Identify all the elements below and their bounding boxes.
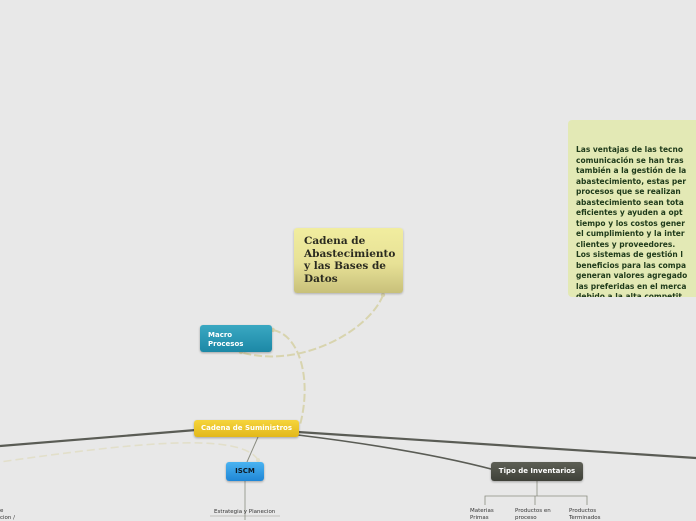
topic-macro-procesos[interactable]: Macro Procesos: [200, 325, 272, 352]
subtopic-materias-primas[interactable]: Materias Primas: [470, 508, 494, 521]
topic-label: Cadena de Suministros: [201, 424, 292, 432]
curve-macro-cadena: [272, 329, 306, 426]
subtopic-estrategia[interactable]: Estrategia y Planecion: [214, 509, 276, 515]
topic-tipo-de-inventarios[interactable]: Tipo de Inventarios: [491, 462, 583, 481]
note-text: Las ventajas de las tecno comunicación s…: [576, 145, 688, 297]
curve-cadena-left: [0, 442, 259, 463]
branch-right: [297, 430, 696, 460]
subtopic-left-cut[interactable]: e cion /: [0, 508, 16, 521]
topic-label: ISCM: [235, 467, 255, 475]
topic-label: Tipo de Inventarios: [498, 467, 576, 475]
subtopic-productos-en-proceso[interactable]: Productos en proceso: [515, 508, 551, 521]
tipo-child-bracket: [484, 495, 588, 505]
branch-to-tipo: [297, 434, 496, 471]
connector-dot-central: [380, 292, 386, 298]
subtopic-productos-terminados[interactable]: Productos Terminados: [569, 508, 601, 521]
topic-label: Macro Procesos: [208, 331, 244, 348]
connector-dot-iscm: [256, 458, 260, 462]
curve-central-macro: [239, 294, 384, 358]
branch-to-iscm: [246, 436, 259, 463]
central-topic-title: Cadena de Abastecimiento y las Bases de …: [304, 235, 396, 285]
note-box[interactable]: Las ventajas de las tecno comunicación s…: [568, 120, 696, 297]
central-topic[interactable]: Cadena de Abastecimiento y las Bases de …: [294, 228, 403, 293]
branch-left: [0, 428, 197, 448]
topic-cadena-de-suministros[interactable]: Cadena de Suministros: [194, 420, 299, 437]
topic-iscm[interactable]: ISCM: [226, 462, 264, 481]
